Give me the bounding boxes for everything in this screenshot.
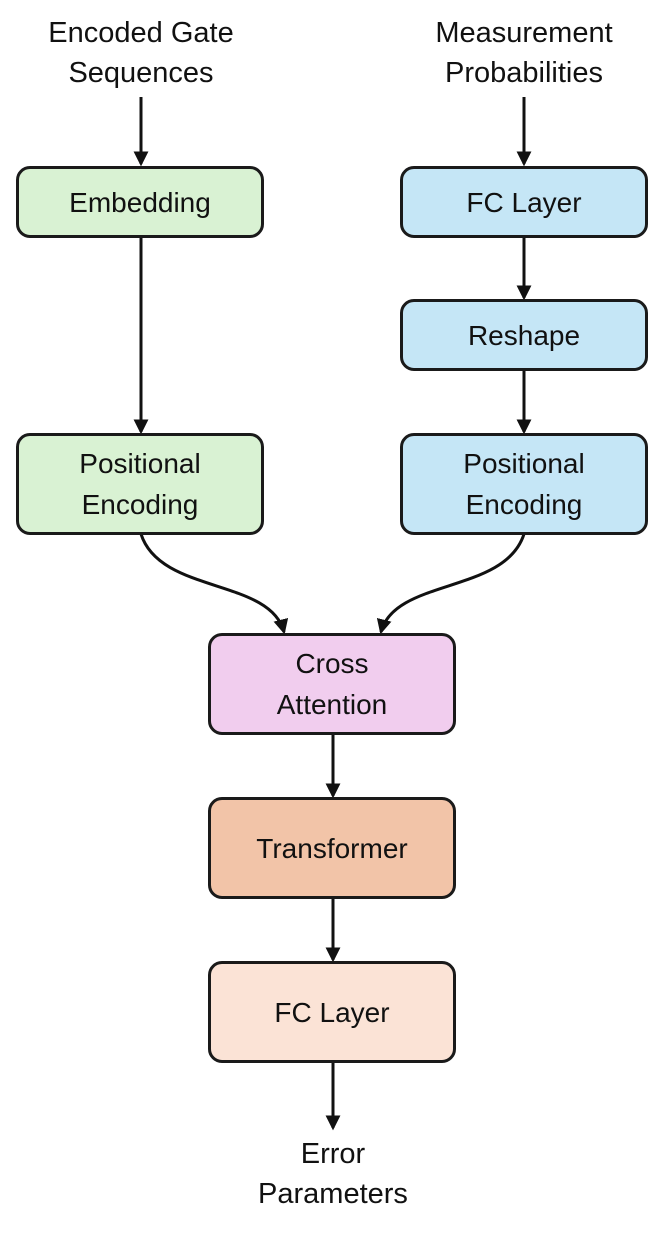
input-label-line: Sequences: [68, 57, 214, 89]
edge-left-encoding-to-cross-attention: [139, 533, 289, 635]
fc-layer-input-label: FC Layer: [466, 186, 582, 218]
positional-encoding-right-label-line: Positional: [463, 448, 585, 479]
input-label-line: Measurement: [435, 17, 613, 49]
input-label-line: Probabilities: [445, 57, 603, 89]
fc-layer-output-label: FC Layer: [274, 996, 390, 1028]
positional-encoding-right-label-line: Encoding: [465, 489, 583, 520]
positional-encoding-left-label-line: Positional: [79, 448, 201, 479]
input-label-line: Encoded Gate: [48, 17, 234, 49]
embedding-label: Embedding: [69, 186, 211, 218]
positional-encoding-left-label-line: Encoding: [81, 489, 199, 520]
reshape-label: Reshape: [467, 319, 581, 351]
edge-right-encoding-to-cross-attention: [376, 533, 526, 635]
transformer-node: Transformer: [208, 797, 456, 899]
fc-layer-output-node: FC Layer: [208, 961, 456, 1063]
input-label-encoded-gate-sequences: Encoded Gate Sequences: [11, 13, 271, 93]
embedding-node: Embedding: [16, 166, 264, 238]
cross-attention-label-line: Attention: [276, 689, 388, 720]
cross-attention-node: Cross Attention: [208, 633, 456, 735]
positional-encoding-left-node: Positional Encoding: [16, 433, 264, 535]
output-label-error-parameters: Error Parameters: [203, 1134, 463, 1214]
output-label-line: Error: [300, 1138, 366, 1170]
output-label-line: Parameters: [258, 1178, 408, 1210]
reshape-node: Reshape: [400, 299, 648, 371]
input-label-measurement-probabilities: Measurement Probabilities: [394, 13, 654, 93]
fc-layer-input-node: FC Layer: [400, 166, 648, 238]
transformer-label: Transformer: [256, 832, 408, 864]
cross-attention-label-line: Cross: [295, 648, 369, 679]
positional-encoding-right-node: Positional Encoding: [400, 433, 648, 535]
